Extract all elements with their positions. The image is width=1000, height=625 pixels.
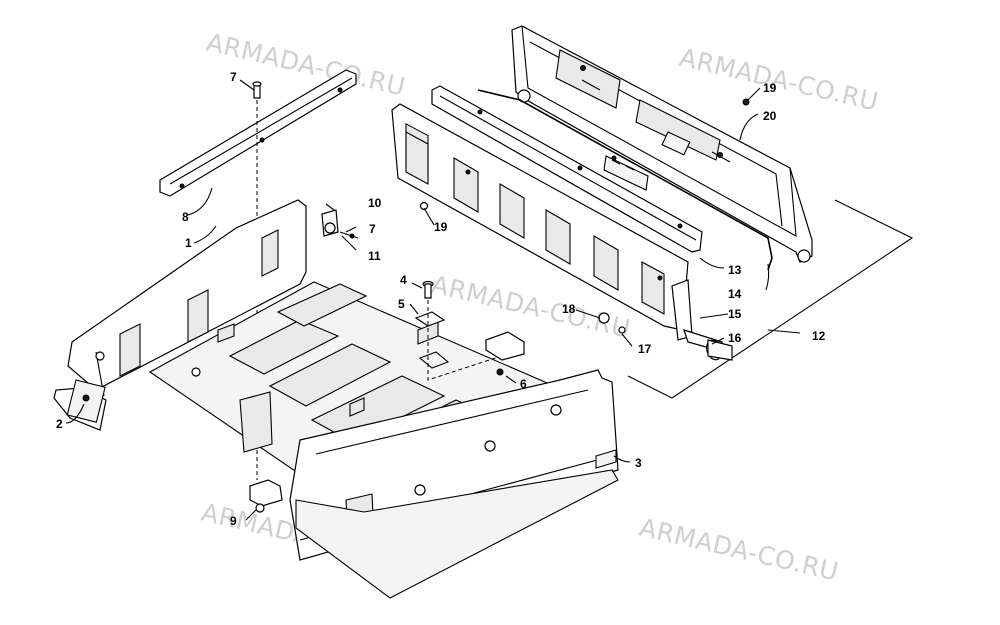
leader-lines — [65, 79, 801, 521]
tailgate-inner-rail — [431, 85, 703, 253]
hinge-assembly — [671, 279, 733, 361]
tailgate-inner-panel — [391, 103, 689, 331]
callout-18: 18 — [562, 302, 576, 316]
callout-8: 8 — [182, 210, 189, 224]
cargo-bed — [53, 199, 619, 599]
callout-10: 10 — [368, 196, 382, 210]
bracket-6 — [485, 331, 525, 376]
callout-3: 3 — [635, 456, 642, 470]
callout-19-lower: 19 — [434, 220, 448, 234]
tailgate-rod — [477, 89, 773, 271]
bracket-bar — [159, 69, 357, 197]
bolt-plate-4-5 — [414, 280, 450, 369]
bottom-bracket-9 — [249, 479, 283, 513]
callout-1: 1 — [185, 236, 192, 250]
watermark-top-right: ARMADA-CO.RU — [677, 43, 882, 117]
fastener-17 — [618, 326, 626, 334]
callout-19-upper: 19 — [763, 81, 777, 95]
callout-20: 20 — [763, 109, 777, 123]
watermark-bottom-right: ARMADA-CO.RU — [637, 513, 842, 587]
fastener-19-lower — [419, 201, 429, 211]
callout-14: 14 — [728, 287, 742, 301]
callout-5: 5 — [398, 297, 405, 311]
callout-15: 15 — [728, 307, 742, 321]
watermark-top-left: ARMADA-CO.RU — [204, 28, 409, 102]
tailgate-latch — [603, 155, 649, 191]
callout-6: 6 — [520, 377, 527, 391]
callout-11: 11 — [368, 249, 381, 263]
callout-9: 9 — [230, 514, 237, 528]
callout-2: 2 — [56, 417, 63, 431]
bolt-7-top — [252, 81, 262, 99]
bed-hinge-10 — [321, 209, 359, 239]
callout-7-top: 7 — [230, 70, 237, 84]
callout-16: 16 — [728, 331, 742, 345]
callout-labels: 1 2 3 4 5 6 7 7 8 9 10 11 12 13 14 15 16… — [56, 70, 826, 528]
tailgate-assembly-outline — [627, 199, 914, 399]
callout-7-right: 7 — [369, 222, 376, 236]
fastener-18 — [598, 312, 610, 324]
callout-12: 12 — [812, 329, 826, 343]
callout-17: 17 — [638, 342, 652, 356]
callout-13: 13 — [728, 263, 742, 277]
callout-4: 4 — [400, 273, 407, 287]
fastener-19-upper — [742, 98, 750, 106]
tailgate-outer-shell — [511, 25, 813, 263]
bolt-4-axis-line — [427, 300, 521, 381]
